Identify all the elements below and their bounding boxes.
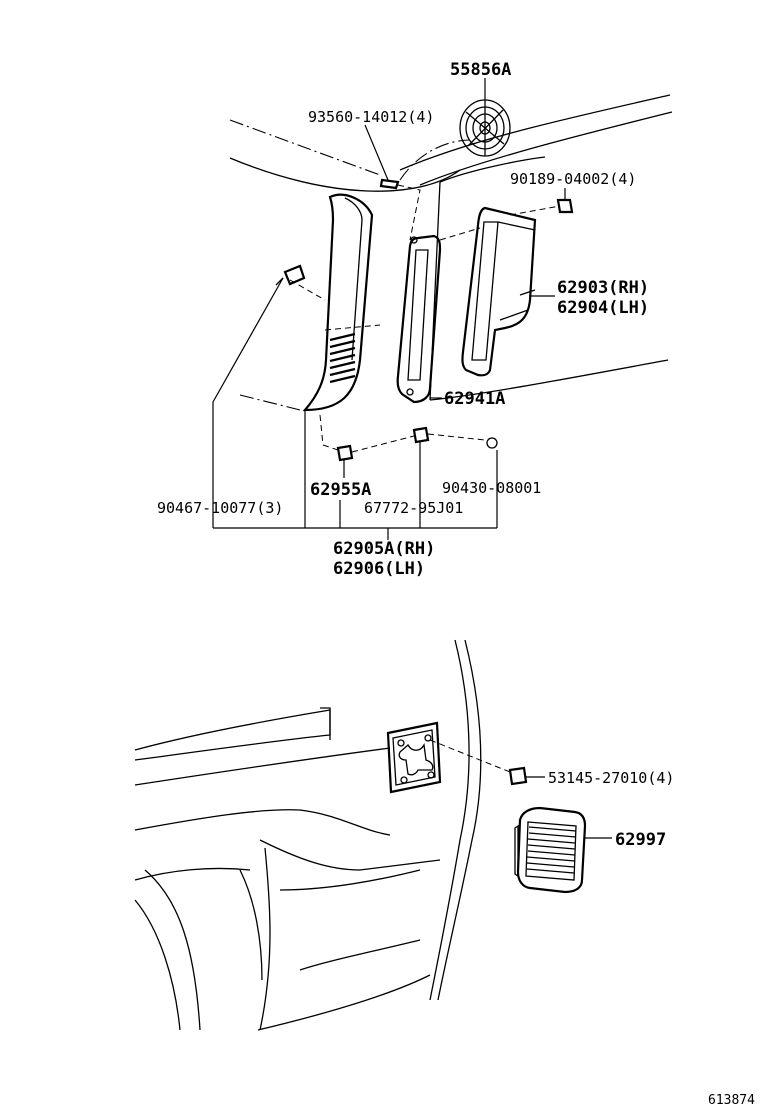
vent-duct-62903 — [439, 198, 574, 377]
vent-slots — [329, 332, 356, 384]
clip-90430 — [486, 437, 498, 449]
clip-67772 — [412, 426, 486, 444]
label-90467: 90467-10077(3) — [157, 499, 283, 517]
label-62941A: 62941A — [444, 389, 505, 409]
cover-grille-lines — [526, 826, 577, 874]
figure-id: 613874 — [708, 1093, 755, 1108]
mount-base — [386, 721, 511, 794]
part-labels: 55856A 93560-14012(4) 90189-04002(4) 629… — [157, 60, 755, 1108]
clip-62955A — [322, 435, 415, 462]
speaker-grille-55856A — [459, 99, 511, 157]
label-62905A: 62905A(RH) — [333, 539, 435, 559]
rear-body-outline — [134, 639, 482, 1031]
label-62906: 62906(LH) — [333, 559, 425, 579]
leader-lines-upper — [212, 78, 566, 540]
label-93560: 93560-14012(4) — [308, 108, 434, 126]
label-67772: 67772-95J01 — [364, 499, 463, 517]
label-62904: 62904(LH) — [557, 298, 649, 318]
label-62903: 62903(RH) — [557, 278, 649, 298]
label-55856A: 55856A — [450, 60, 511, 80]
duct-frame-62941A — [396, 234, 442, 404]
screw-93560 — [379, 178, 421, 241]
label-90189: 90189-04002(4) — [510, 170, 636, 188]
label-90430: 90430-08001 — [442, 479, 541, 497]
clip-53145 — [508, 766, 545, 786]
label-53145: 53145-27010(4) — [548, 769, 674, 787]
body-panel-outline — [229, 94, 673, 411]
label-62997: 62997 — [615, 830, 666, 850]
label-62955A: 62955A — [310, 480, 371, 500]
pillar-garnish-62905A — [289, 193, 381, 412]
cover-62997 — [514, 806, 612, 894]
